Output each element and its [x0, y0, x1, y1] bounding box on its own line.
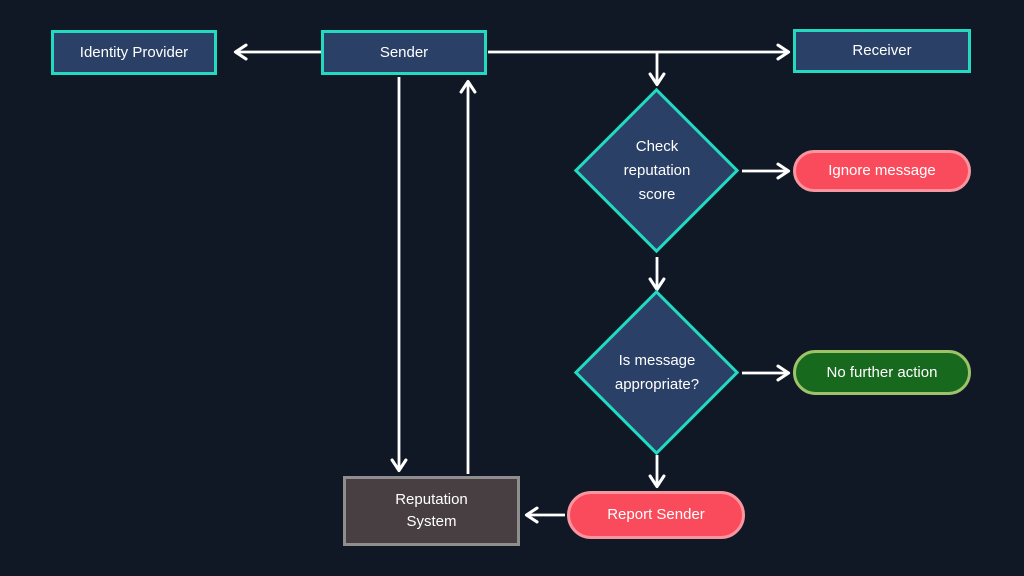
node-sender-label: Sender	[379, 43, 429, 61]
node-ignore-message-label: Ignore message	[828, 162, 936, 179]
node-check-reputation-score-label: Check reputation score	[623, 138, 691, 203]
node-reputation-system-label: Reputation System	[395, 491, 468, 530]
node-report-sender-label: Report Sender	[607, 506, 705, 523]
node-report-sender: Report Sender	[567, 491, 745, 539]
node-identity-provider: Identity Provider	[51, 30, 217, 75]
node-identity-provider-label: Identity Provider	[79, 43, 189, 61]
node-is-message-appropriate: Is message appropriate?	[597, 333, 717, 413]
node-reputation-system: Reputation System	[343, 476, 520, 546]
node-is-message-appropriate-label: Is message appropriate?	[614, 352, 700, 393]
node-receiver-label: Receiver	[852, 42, 912, 59]
node-no-further-action: No further action	[793, 350, 971, 395]
node-sender: Sender	[321, 30, 487, 75]
node-ignore-message: Ignore message	[793, 150, 971, 192]
node-no-further-action-label: No further action	[826, 363, 938, 381]
node-check-reputation-score: Check reputation score	[597, 131, 717, 211]
node-receiver: Receiver	[793, 29, 971, 73]
